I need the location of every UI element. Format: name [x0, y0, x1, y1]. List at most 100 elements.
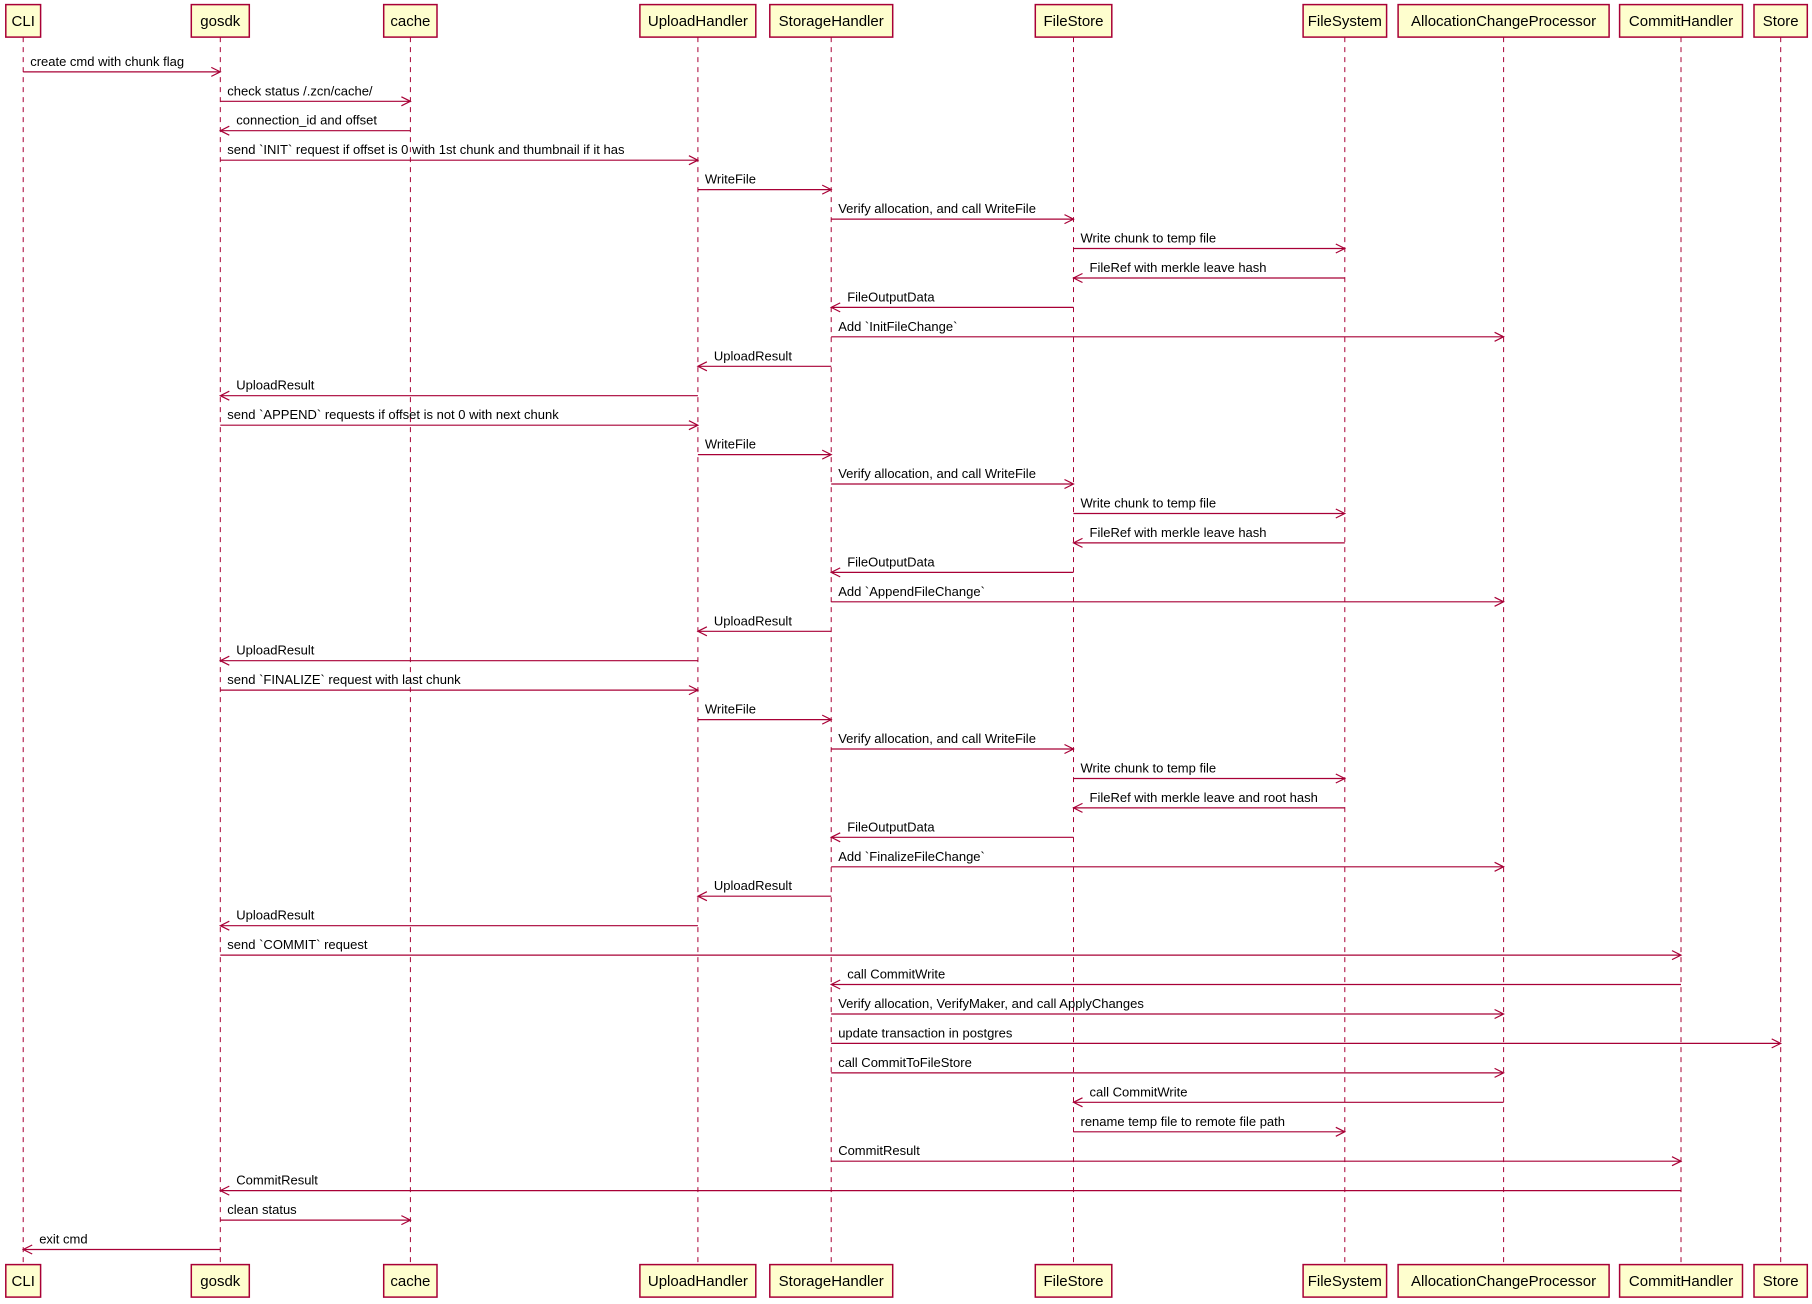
participant-box: [1302, 3, 1388, 38]
message-label: Write chunk to temp file: [1081, 231, 1217, 246]
message-label: Verify allocation, and call WriteFile: [838, 731, 1036, 746]
message-19: Add `AppendFileChange`: [831, 584, 1505, 607]
message-label: Write chunk to temp file: [1081, 496, 1217, 511]
message-label: call CommitToFileStore: [838, 1055, 972, 1070]
participant-cli-bottom: CLI: [5, 1263, 42, 1298]
arrow-head: [696, 626, 708, 637]
participant-label: FileStore: [1043, 1273, 1103, 1290]
message-label: FileRef with merkle leave and root hash: [1090, 790, 1318, 805]
arrow-head: [829, 567, 841, 578]
message-14: WriteFile: [697, 437, 833, 460]
participant-label: cache: [390, 1273, 430, 1290]
message-20: UploadResult: [696, 613, 832, 637]
participant-box: [1397, 3, 1610, 38]
arrow-head: [1494, 861, 1505, 872]
participant-label: FileSystem: [1308, 1273, 1382, 1290]
message-label: update transaction in postgres: [838, 1025, 1013, 1040]
message-label: create cmd with chunk flag: [30, 54, 184, 69]
message-label: FileRef with merkle leave hash: [1090, 525, 1267, 540]
participant-box: [1397, 1263, 1610, 1298]
participant-box: [1753, 3, 1809, 38]
message-label: send `COMMIT` request: [227, 937, 368, 952]
message-label: UploadResult: [236, 908, 314, 923]
arrow-head: [1494, 596, 1505, 607]
arrow-head: [1072, 1097, 1083, 1108]
message-28: Add `FinalizeFileChange`: [831, 849, 1505, 872]
participant-box: [1753, 1263, 1809, 1298]
participant-label: StorageHandler: [779, 1273, 884, 1290]
participant-storage-top: StorageHandler: [769, 3, 894, 38]
message-label: UploadResult: [714, 878, 792, 893]
message-label: rename temp file to remote file path: [1081, 1114, 1286, 1129]
participant-store-top: Store: [1753, 3, 1809, 38]
arrow-head: [218, 655, 230, 666]
arrow-head: [688, 155, 700, 166]
participant-upload-bottom: UploadHandler: [639, 1263, 757, 1298]
message-34: update transaction in postgres: [831, 1025, 1783, 1049]
arrow-head: [1335, 773, 1347, 784]
message-38: CommitResult: [831, 1143, 1683, 1167]
participant-label: gosdk: [200, 1273, 241, 1290]
arrow-head: [1671, 1156, 1683, 1167]
participant-box: [190, 1263, 251, 1298]
participant-cli-top: CLI: [5, 3, 42, 38]
message-30: UploadResult: [218, 908, 698, 931]
arrow-head: [21, 1244, 33, 1255]
message-label: clean status: [227, 1202, 297, 1217]
arrow-head: [821, 184, 833, 195]
participant-label: Store: [1763, 13, 1799, 30]
message-label: Add `InitFileChange`: [838, 319, 957, 334]
arrow-head: [821, 449, 833, 460]
message-label: Add `FinalizeFileChange`: [838, 849, 985, 864]
participant-box: [769, 1263, 894, 1298]
arrow-head: [688, 420, 700, 431]
message-18: FileOutputData: [829, 554, 1074, 578]
participant-label: UploadHandler: [648, 1273, 748, 1290]
arrow-head: [401, 96, 412, 107]
message-35: call CommitToFileStore: [831, 1055, 1505, 1078]
message-23: WriteFile: [697, 702, 833, 725]
participant-box: [1034, 1263, 1113, 1298]
message-16: Write chunk to temp file: [1073, 496, 1347, 519]
message-label: FileOutputData: [847, 819, 935, 834]
message-21: UploadResult: [218, 643, 698, 666]
message-36: call CommitWrite: [1072, 1084, 1504, 1108]
participant-label: CLI: [12, 13, 35, 30]
message-label: call CommitWrite: [1090, 1084, 1188, 1099]
participant-box: [382, 3, 438, 38]
message-10: Add `InitFileChange`: [831, 319, 1505, 342]
message-label: check status /.zcn/cache/: [227, 83, 373, 98]
participant-box: [5, 1263, 42, 1298]
message-17: FileRef with merkle leave hash: [1072, 525, 1345, 548]
arrow-head: [1494, 1067, 1505, 1078]
message-label: UploadResult: [714, 613, 792, 628]
participant-acp-bottom: AllocationChangeProcessor: [1397, 1263, 1610, 1298]
participant-label: AllocationChangeProcessor: [1411, 13, 1596, 30]
arrow-head: [829, 832, 841, 843]
arrow-head: [1335, 243, 1347, 254]
message-37: rename temp file to remote file path: [1073, 1114, 1347, 1137]
message-29: UploadResult: [696, 878, 832, 902]
arrow-head: [1494, 331, 1505, 342]
message-26: FileRef with merkle leave and root hash: [1072, 790, 1345, 813]
message-label: connection_id and offset: [236, 113, 377, 128]
participant-label: AllocationChangeProcessor: [1411, 1273, 1596, 1290]
arrow-head: [829, 979, 841, 990]
message-2: check status /.zcn/cache/: [220, 83, 412, 107]
message-9: FileOutputData: [829, 289, 1074, 313]
message-4: send `INIT` request if offset is 0 with …: [220, 142, 700, 166]
participant-box: [382, 1263, 438, 1298]
participant-filestore-bottom: FileStore: [1034, 1263, 1113, 1298]
arrow-head: [1335, 508, 1347, 519]
participant-label: cache: [390, 13, 430, 30]
message-label: UploadResult: [236, 378, 314, 393]
arrow-head: [688, 685, 700, 696]
message-label: call CommitWrite: [847, 967, 945, 982]
message-11: UploadResult: [696, 348, 832, 372]
messages: create cmd with chunk flag check status /…: [21, 54, 1783, 1255]
participant-commit-bottom: CommitHandler: [1618, 1263, 1744, 1298]
participant-box: [5, 3, 42, 38]
participant-box: [1034, 3, 1113, 38]
message-label: Verify allocation, VerifyMaker, and call…: [838, 996, 1144, 1011]
